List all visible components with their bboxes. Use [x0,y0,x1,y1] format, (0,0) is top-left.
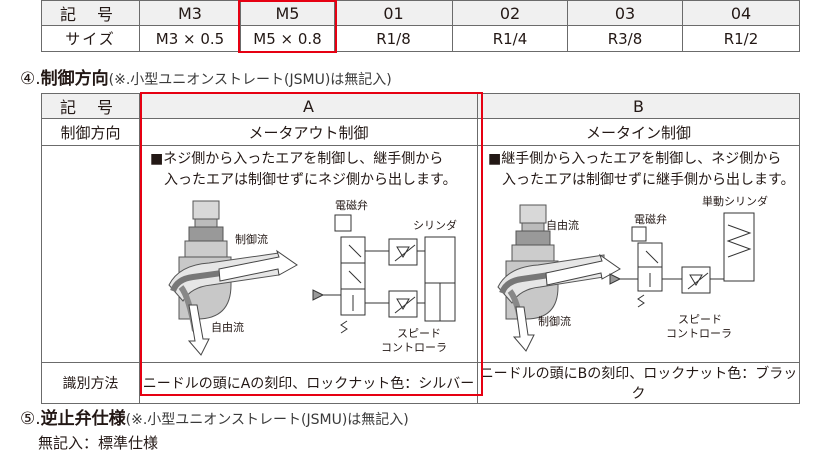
symbol-b: B [477,93,800,119]
section4-note: (※.小型ユニオンストレート(JSMU)は無記入) [108,72,392,88]
control-table: 記 号 A B 制御方向 メータアウト制御 メータイン制御 ■ネジ側から入ったエ… [41,93,800,404]
free-flow-label-b: 自由流 [546,218,579,232]
speed-controller-label-b1: スピード [678,313,722,326]
solenoid-valve-label-a: 電磁弁 [335,198,368,212]
size-cell: M5 × 0.8 [240,25,335,52]
meter-in-diagram: 自由流 制御流 電磁弁 単動シリンダ スピード コントローラ [496,195,768,352]
size-cell: R1/8 [334,25,453,52]
speed-controller-label-b2: コントローラ [666,327,732,340]
size-table-code-label: 記 号 [41,0,140,26]
description-a-line2: 入ったエアは制御せずにネジ側から出します。 [164,172,457,188]
code-cell: 04 [682,0,800,26]
control-table-symbol-row: 記 号 A B [41,93,800,119]
size-table-size-label: サイズ [41,25,140,52]
check-valve-standard-line: 無記入：標準仕様 [38,434,159,452]
meter-out-diagram: 制御流 自由流 電磁弁 シリンダ スピード コントローラ [167,198,457,356]
identification-b: ニードルの頭にBの刻印、ロックナット色：ブラック [477,362,800,404]
size-cell: R1/4 [452,25,568,52]
section4-heading: ④.制御方向(※.小型ユニオンストレート(JSMU)は無記入) [20,64,392,89]
description-a-cell: ■ネジ側から入ったエアを制御し、継手側から 入ったエアは制御せずにネジ側から出し… [139,145,478,363]
section4-title: 制御方向 [40,69,109,89]
size-table: 記 号 M3 M5 01 02 03 04 サイズ M3 × 0.5 M5 × … [41,0,800,52]
control-flow-label-b: 制御流 [538,314,571,328]
section5-title: 逆止弁仕様 [40,409,126,429]
speed-controller-label-a1: スピード [397,327,441,340]
description-b-line1: ■継手側から入ったエアを制御し、ネジ側から [488,151,782,167]
size-table-size-row: サイズ M3 × 0.5 M5 × 0.8 R1/8 R1/4 R3/8 R1/… [41,25,800,52]
pneumatic-circuit-b [609,212,754,308]
size-cell: M3 × 0.5 [139,25,241,52]
free-flow-label-a: 自由流 [211,320,244,334]
cylinder-label-b: 単動シリンダ [702,195,768,208]
section5-number: ⑤. [20,409,41,429]
flow-arrows-b [512,253,621,352]
section4-number: ④. [20,69,41,89]
control-flow-label-a: 制御流 [235,232,268,246]
control-table-identification-row: 識別方法 ニードルの頭にAの刻印、ロックナット色：シルバー ニードルの頭にBの刻… [41,362,800,404]
solenoid-valve-label-b: 電磁弁 [634,212,667,226]
speed-controller-label-a2: コントローラ [381,341,447,354]
control-table-symbol-label: 記 号 [41,93,140,119]
identification-a: ニードルの頭にAの刻印、ロックナット色：シルバー [139,362,478,404]
code-cell: 01 [334,0,453,26]
description-a-line1: ■ネジ側から入ったエアを制御し、継手側から [150,151,444,167]
flow-arrows-a [187,249,298,356]
code-cell: M5 [240,0,335,26]
description-a: ■ネジ側から入ったエアを制御し、継手側から 入ったエアは制御せずにネジ側から出し… [150,149,477,191]
symbol-a: A [139,93,478,119]
description-b-line2: 入ったエアは制御せずに継手側から出します。 [502,172,795,188]
control-table-description-row: ■ネジ側から入ったエアを制御し、継手側から 入ったエアは制御せずにネジ側から出し… [41,145,800,363]
control-table-direction-label: 制御方向 [41,118,140,146]
pneumatic-circuit-a [312,214,455,334]
size-cell: R3/8 [567,25,683,52]
description-b: ■継手側から入ったエアを制御し、ネジ側から 入ったエアは制御せずに継手側から出し… [488,149,799,191]
control-table-direction-row: 制御方向 メータアウト制御 メータイン制御 [41,118,800,146]
section5-heading: ⑤.逆止弁仕様(※.小型ユニオンストレート(JSMU)は無記入) [20,404,409,429]
code-cell: 03 [567,0,683,26]
size-cell: R1/2 [682,25,800,52]
direction-a: メータアウト制御 [139,118,478,146]
description-b-cell: ■継手側から入ったエアを制御し、ネジ側から 入ったエアは制御せずに継手側から出し… [477,145,800,363]
direction-b: メータイン制御 [477,118,800,146]
size-table-code-row: 記 号 M3 M5 01 02 03 04 [41,0,800,26]
code-cell: M3 [139,0,241,26]
control-table-identification-label: 識別方法 [41,362,140,404]
code-cell: 02 [452,0,568,26]
control-table-description-label [41,145,140,363]
cylinder-label-a: シリンダ [413,218,457,232]
section5-note: (※.小型ユニオンストレート(JSMU)は無記入) [125,412,409,428]
